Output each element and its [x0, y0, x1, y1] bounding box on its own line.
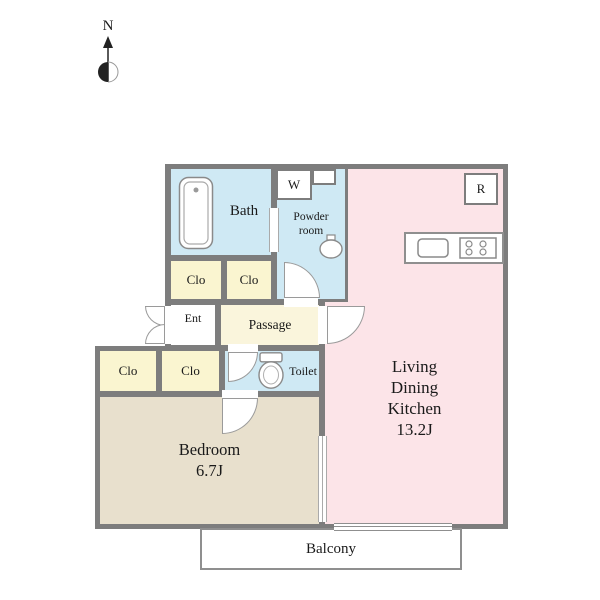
room-passage: [218, 302, 322, 348]
entrance-door-arc-bottom: [145, 324, 165, 344]
bath-sliding-door: [269, 208, 279, 252]
compass-north-label: N: [102, 18, 114, 34]
outer-wall-left-lower: [95, 347, 100, 529]
outer-wall-step: [95, 346, 171, 351]
refrigerator-space-box: R: [464, 173, 498, 205]
entrance-door-arc-top: [145, 306, 165, 326]
toilet-door-opening: [228, 344, 258, 353]
powder-door-arc: [284, 262, 320, 298]
room-living-dining-kitchen: [322, 166, 507, 528]
kitchen-counter-icon: [417, 237, 497, 259]
bedroom-door-opening: [222, 390, 258, 399]
room-bedroom: [97, 394, 322, 528]
kitchen-sink-icon: [417, 238, 449, 258]
pipe-space-box: [312, 169, 336, 185]
washer-space-box: W: [276, 169, 312, 200]
toilet-icon: [258, 352, 284, 389]
bathtub-icon: [178, 176, 214, 250]
ldk-door-opening: [318, 306, 327, 344]
kitchen-counter: [404, 232, 504, 264]
room-closet-bedroom-left: [97, 348, 159, 394]
entrance-door-opening: [163, 306, 174, 344]
washer-space-label: W: [287, 176, 301, 192]
north-arrow-icon: [98, 36, 119, 83]
stove-icon: [459, 237, 497, 259]
washbasin-icon: [319, 234, 343, 259]
outer-wall-bottom: [96, 524, 508, 529]
balcony: [200, 528, 462, 570]
room-closet-hall-left: [168, 258, 224, 302]
powder-door-opening: [284, 298, 318, 307]
bedroom-ldk-sliding-door: [318, 436, 327, 522]
compass: N: [86, 18, 130, 87]
balcony-window: [334, 523, 452, 531]
refrigerator-space-label: R: [476, 181, 486, 196]
outer-wall-right: [503, 164, 508, 529]
room-closet-bedroom-right: [159, 348, 222, 394]
outer-wall-top: [167, 164, 508, 169]
room-closet-hall-right: [224, 258, 274, 302]
room-entrance: [168, 302, 218, 348]
outer-wall-left-upper: [165, 164, 170, 351]
